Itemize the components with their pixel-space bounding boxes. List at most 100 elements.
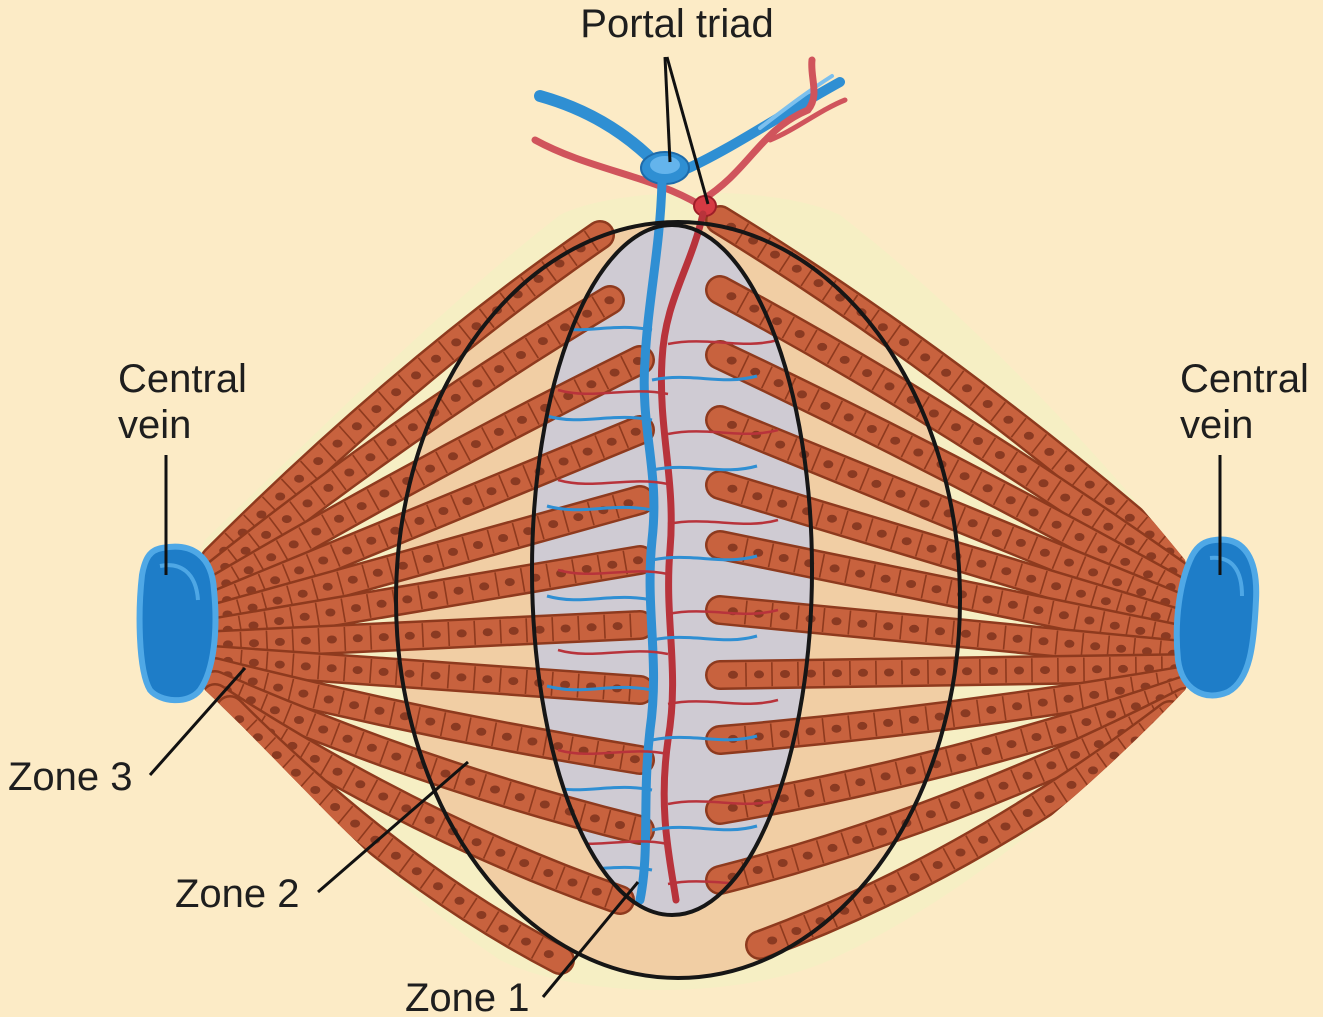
hepatocyte-nucleus [407,423,418,432]
hepatocyte-border [577,615,580,640]
hepatocyte-nucleus [493,427,504,436]
hepatocyte-nucleus [876,529,887,538]
hepatocyte-nucleus [342,734,353,743]
hepatocyte-nucleus [802,851,813,860]
hepatocyte-nucleus [831,617,842,626]
hepatocyte-border [1068,494,1084,516]
hepatocyte-nucleus [527,737,538,746]
hepatocyte-border [553,796,562,820]
hepatocyte-border [898,709,904,734]
hepatocyte-nucleus [554,259,565,268]
hepatocyte-nucleus [476,727,487,736]
hepatocyte-border [525,618,528,643]
hepatocyte-nucleus [589,814,600,823]
hepatic-arteriole [667,518,779,526]
hepatocyte-nucleus [451,338,462,347]
hepatocyte-border [826,342,841,365]
hepatocyte-border [964,548,974,572]
hepatocyte-border [1003,526,1015,550]
portal-venule [651,734,758,742]
portal-venule [546,594,653,602]
hepatocyte-border [894,761,902,786]
hepatocyte-border [971,585,978,609]
hepatocyte-nucleus [1092,665,1102,674]
hepatocyte-nucleus [1109,751,1120,760]
hepatocyte-nucleus [1125,604,1136,613]
hepatocyte-border [369,658,373,684]
hepatocyte-nucleus [1012,634,1023,643]
hepatocyte-nucleus [274,660,285,669]
hepatocyte-nucleus [905,766,916,775]
hepatocyte-border [317,655,321,680]
hepatocyte-border [629,613,632,638]
hepatocyte-nucleus [325,608,336,617]
hepatic-arteriole [667,338,779,346]
hepatocyte-nucleus [519,859,530,868]
hepatocyte-nucleus [249,639,259,648]
hepatocyte-border [981,437,997,459]
hepatocyte-nucleus [586,380,597,389]
hepatocyte-nucleus [1044,447,1055,456]
hepatocyte-nucleus [352,634,363,643]
hepatocyte-border [835,457,846,481]
hepatocyte-nucleus [323,483,334,492]
hepatocyte-nucleus [1060,493,1071,502]
hepatocyte-nucleus [1114,686,1125,695]
hepatocyte-nucleus [906,580,917,588]
hepatocyte-border [268,516,285,537]
hepatocyte-nucleus [479,582,490,591]
hepatocyte-nucleus [956,753,967,762]
hepatocyte-border [1039,570,1048,595]
hepatocyte-border [1098,611,1106,635]
hepatocyte-border [1091,483,1109,503]
hepatocyte-nucleus [895,489,906,498]
hepatocyte-border [442,580,449,605]
hepatocyte-nucleus [1066,665,1076,674]
hepatocyte-nucleus [951,423,961,432]
hepatocyte-border [1020,728,1029,753]
hepatocyte-nucleus [537,337,548,346]
hepatocyte-nucleus [934,712,945,721]
hepatocyte-border [530,856,542,880]
hepatocyte-nucleus [294,716,304,724]
hepatocyte-nucleus [1118,664,1128,673]
hepatocyte-nucleus [288,540,299,549]
hepatocyte-nucleus [866,425,877,433]
hepatocyte-nucleus [427,591,438,600]
hepatocyte-border [363,696,371,720]
hepatocyte-border [1078,684,1084,709]
hepatocyte-border [821,608,826,633]
hepatocyte-border [925,618,929,643]
hepatocyte-nucleus [356,502,367,511]
hepatocyte-nucleus [567,878,578,887]
hepatocyte-nucleus [269,706,280,715]
hepatocyte-nucleus [1051,582,1062,591]
hepatocyte-nucleus [829,564,840,573]
hepatocyte-nucleus [1063,694,1074,703]
hepatocyte-nucleus [1003,415,1014,424]
hepatocyte-border [576,673,580,698]
hepatocyte-nucleus [1007,600,1018,609]
hepatocyte-nucleus [498,534,509,542]
hepatocyte-nucleus [240,546,251,555]
portal-venule [546,504,653,512]
hepatocyte-border [1061,519,1075,542]
hepatocyte-nucleus [794,330,805,338]
hepatocyte-nucleus [858,668,868,677]
hepatocyte-border [486,529,495,554]
hepatocyte-nucleus [297,589,308,598]
hepatocyte-border [441,883,457,904]
hepatocyte-nucleus [981,747,992,755]
hepatocyte-border [373,439,389,460]
hepatocyte-border [551,617,554,642]
hepatocyte-border [530,937,544,959]
hepatocyte-nucleus [857,619,868,628]
hepatocyte-border [394,660,399,685]
hepatocyte-border [417,357,435,377]
hepatocyte-border [864,309,880,331]
hepatocyte-nucleus [994,451,1005,459]
sinusoid-branches [546,324,779,886]
hepatocyte-nucleus [371,405,382,414]
hepatocyte-nucleus [1136,588,1147,597]
hepatocyte-nucleus [982,400,993,408]
